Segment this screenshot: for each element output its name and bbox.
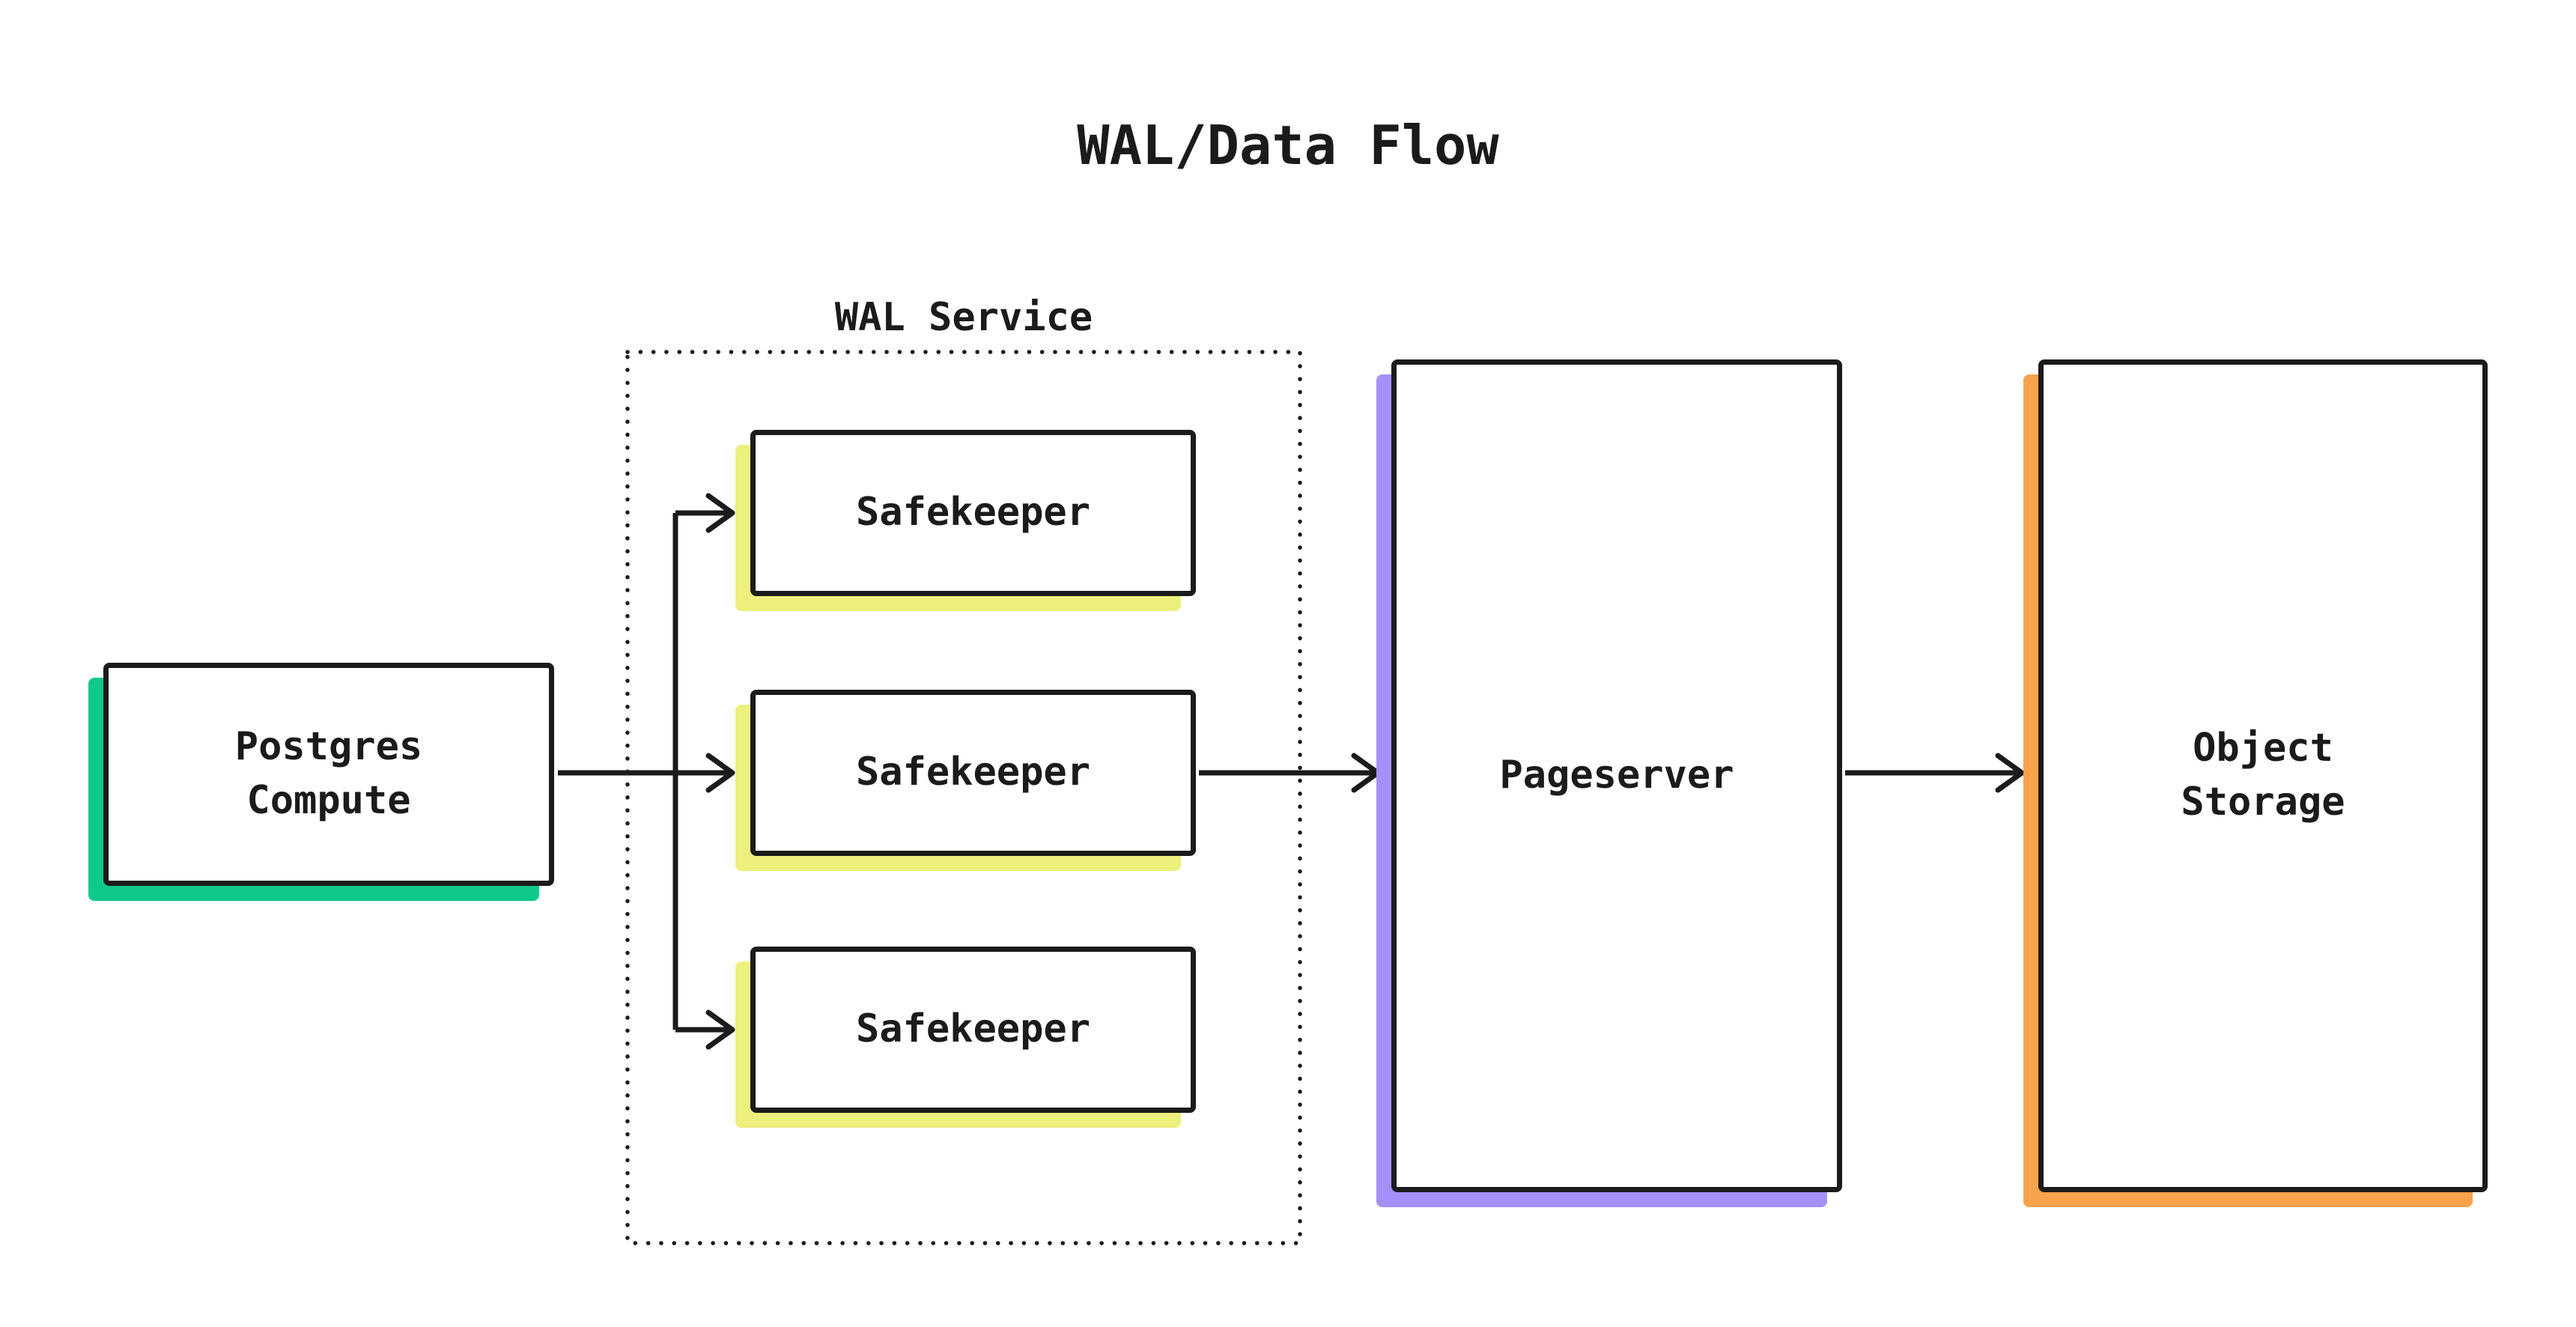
node-label-line: Compute — [246, 778, 411, 823]
node-label: Safekeeper — [855, 490, 1091, 535]
arrowhead-pageserver — [1351, 753, 1381, 793]
node-label: Pageserver — [1499, 753, 1734, 798]
node-safekeeper-3: Safekeeper — [750, 947, 1196, 1113]
wal-service-border — [625, 350, 1302, 1245]
node-label: Safekeeper — [855, 1006, 1091, 1052]
node-pageserver: Pageserver — [1391, 359, 1842, 1192]
node-label-line: Object — [2193, 726, 2333, 771]
node-safekeeper-1: Safekeeper — [750, 430, 1196, 596]
node-label-line: Storage — [2181, 780, 2345, 825]
node-label-line: Postgres — [234, 724, 423, 770]
node-label: Safekeeper — [855, 750, 1091, 795]
arrowhead-safekeeper-1 — [705, 493, 735, 533]
node-object-storage: Object Storage — [2038, 359, 2488, 1192]
arrowhead-safekeeper-2 — [705, 753, 735, 793]
node-safekeeper-2: Safekeeper — [750, 690, 1196, 856]
node-postgres-compute: Postgres Compute — [103, 663, 554, 886]
arrowhead-safekeeper-3 — [705, 1009, 735, 1050]
diagram-title: WAL/Data Flow — [1077, 114, 1499, 177]
arrowhead-object-storage — [1995, 753, 2025, 793]
wal-service-label: WAL Service — [834, 295, 1093, 340]
